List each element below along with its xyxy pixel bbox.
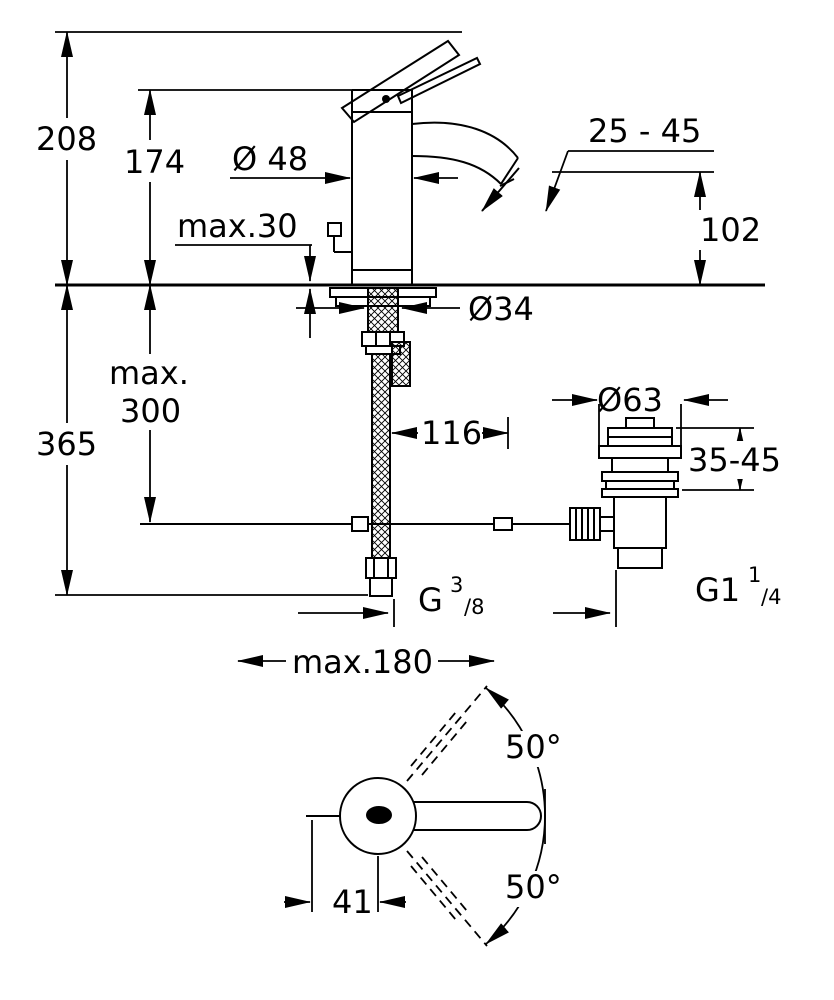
dimension-lines — [55, 31, 754, 667]
rod-knurled-knob — [569, 507, 601, 541]
mounting-assembly — [140, 287, 572, 597]
popup-waste-assembly — [569, 417, 682, 569]
label-waste-flange-diameter: Ø63 — [597, 381, 663, 419]
rod-connector — [493, 517, 513, 531]
label-mounting-hole-diameter: Ø34 — [468, 290, 534, 328]
label-handle-swivel-upper: 50° — [505, 728, 562, 766]
label-waste-thread-denominator: /4 — [761, 585, 781, 609]
label-waste-thread-base: G1 — [695, 571, 740, 609]
rod-clamp — [351, 516, 369, 532]
label-spout-outlet-height: 102 — [700, 211, 761, 249]
label-hose-max-length: 300 — [120, 392, 181, 430]
pullrod-knob — [327, 222, 342, 237]
faucet-base-circle — [339, 777, 417, 855]
handle-pivot-dot — [382, 95, 390, 103]
label-spray-angle-range: 25 - 45 — [588, 112, 701, 150]
lever-top-view — [413, 801, 542, 831]
label-supply-thread-base: G — [418, 581, 443, 619]
waste-plug-knob — [625, 417, 655, 429]
waste-body — [613, 496, 667, 549]
label-rod-max-reach: max.180 — [292, 643, 433, 681]
label-supply-thread-denominator: /8 — [464, 595, 484, 619]
handle-rod — [396, 56, 482, 105]
supply-hose — [371, 353, 391, 559]
spout-bottom-edge — [411, 155, 502, 185]
waste-tailpiece — [617, 547, 663, 569]
handle-lever — [340, 39, 461, 124]
supply-hose-2 — [391, 341, 411, 387]
spout-top-edge — [411, 121, 519, 159]
label-rod-horizontal-offset: 116 — [421, 414, 482, 452]
faucet-side-view — [327, 39, 520, 285]
label-body-height: 174 — [124, 143, 185, 181]
hose-fitting — [365, 557, 397, 579]
label-handle-swivel-lower: 50° — [505, 868, 562, 906]
label-below-deck-depth: 365 — [36, 425, 97, 463]
label-spout-center-offset: 41 — [332, 883, 373, 921]
label-overall-height: 208 — [36, 120, 97, 158]
label-body-diameter: Ø 48 — [232, 140, 308, 178]
label-max-deck-thickness: max.30 — [177, 207, 298, 245]
label-waste-deck-range: 35-45 — [688, 441, 781, 479]
cartridge-slot — [366, 806, 392, 824]
label-supply-thread-numerator: 3 — [450, 573, 463, 597]
label-waste-thread-numerator: 1 — [748, 563, 761, 587]
threaded-shank — [367, 287, 399, 333]
flow-direction-arrow — [481, 167, 520, 212]
dimension-labels: 208 174 Ø 48 max.30 25 - 45 102 Ø34 max.… — [31, 112, 784, 921]
waste-flange — [598, 445, 682, 459]
label-hose-max-prefix: max. — [109, 354, 189, 392]
